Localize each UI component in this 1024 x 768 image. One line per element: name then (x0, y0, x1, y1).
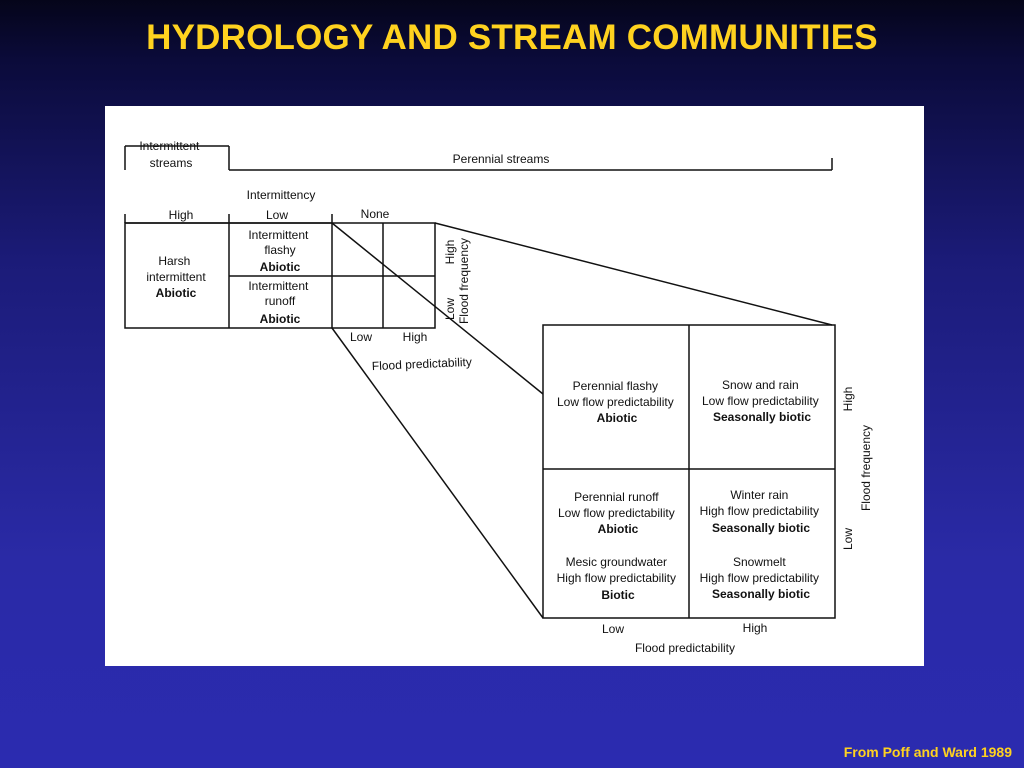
slide-title: HYDROLOGY AND STREAM COMMUNITIES (146, 18, 878, 57)
small-flood-predictability-label: Flood predictability (372, 355, 473, 373)
intermittency-none: None (361, 207, 390, 221)
small-flood-frequency-label: Flood frequency (457, 238, 471, 324)
large-flood-predictability-label: Flood predictability (635, 641, 735, 655)
small-pred-low: Low (350, 330, 372, 344)
intermittent-flashy-label: Intermittent flashy (248, 228, 311, 257)
large-freq-low: Low (841, 528, 855, 550)
intermittent-runoff-type: Abiotic (260, 312, 301, 326)
large-freq-high: High (841, 387, 855, 412)
projection-line (434, 222, 833, 326)
harsh-intermittent-label: Harsh intermittent (146, 254, 206, 284)
large-pred-low: Low (602, 622, 624, 636)
intermittent-runoff-label: Intermittent runoff (248, 279, 311, 308)
intermittency-label: Intermittency (247, 188, 316, 202)
perennial-streams-header: Perennial streams (453, 152, 550, 166)
small-pred-high: High (403, 330, 428, 344)
large-flood-frequency-label: Flood frequency (859, 425, 873, 511)
large-pred-high: High (743, 621, 768, 635)
large-cell-winter-rain: Winter rain High flow predictability Sea… (700, 488, 823, 535)
projection-line (331, 222, 544, 395)
intermittent-flashy-type: Abiotic (260, 260, 301, 274)
large-cell-perennial-runoff: Perennial runoff Low flow predictability… (558, 490, 678, 536)
diagram-panel: Intermittent streams Perennial streams I… (105, 106, 924, 666)
intermittent-streams-header: Intermittent streams (139, 139, 202, 170)
small-freq-high: High (443, 240, 457, 265)
harsh-intermittent-type: Abiotic (156, 286, 197, 300)
stream-classification-diagram: Intermittent streams Perennial streams I… (124, 139, 873, 655)
large-cell-mesic-groundwater: Mesic groundwater High flow predictabili… (557, 555, 680, 602)
small-freq-low: Low (443, 298, 457, 320)
source-credit: From Poff and Ward 1989 (843, 744, 1012, 760)
large-cell-snow-and-rain: Snow and rain Low flow predictability Se… (702, 378, 822, 424)
large-cell-snowmelt: Snowmelt High flow predictability Season… (700, 555, 823, 601)
projection-line (331, 327, 544, 619)
intermittency-low: Low (266, 208, 288, 222)
intermittency-high: High (169, 208, 194, 222)
large-cell-perennial-flashy: Perennial flashy Low flow predictability… (557, 379, 677, 425)
